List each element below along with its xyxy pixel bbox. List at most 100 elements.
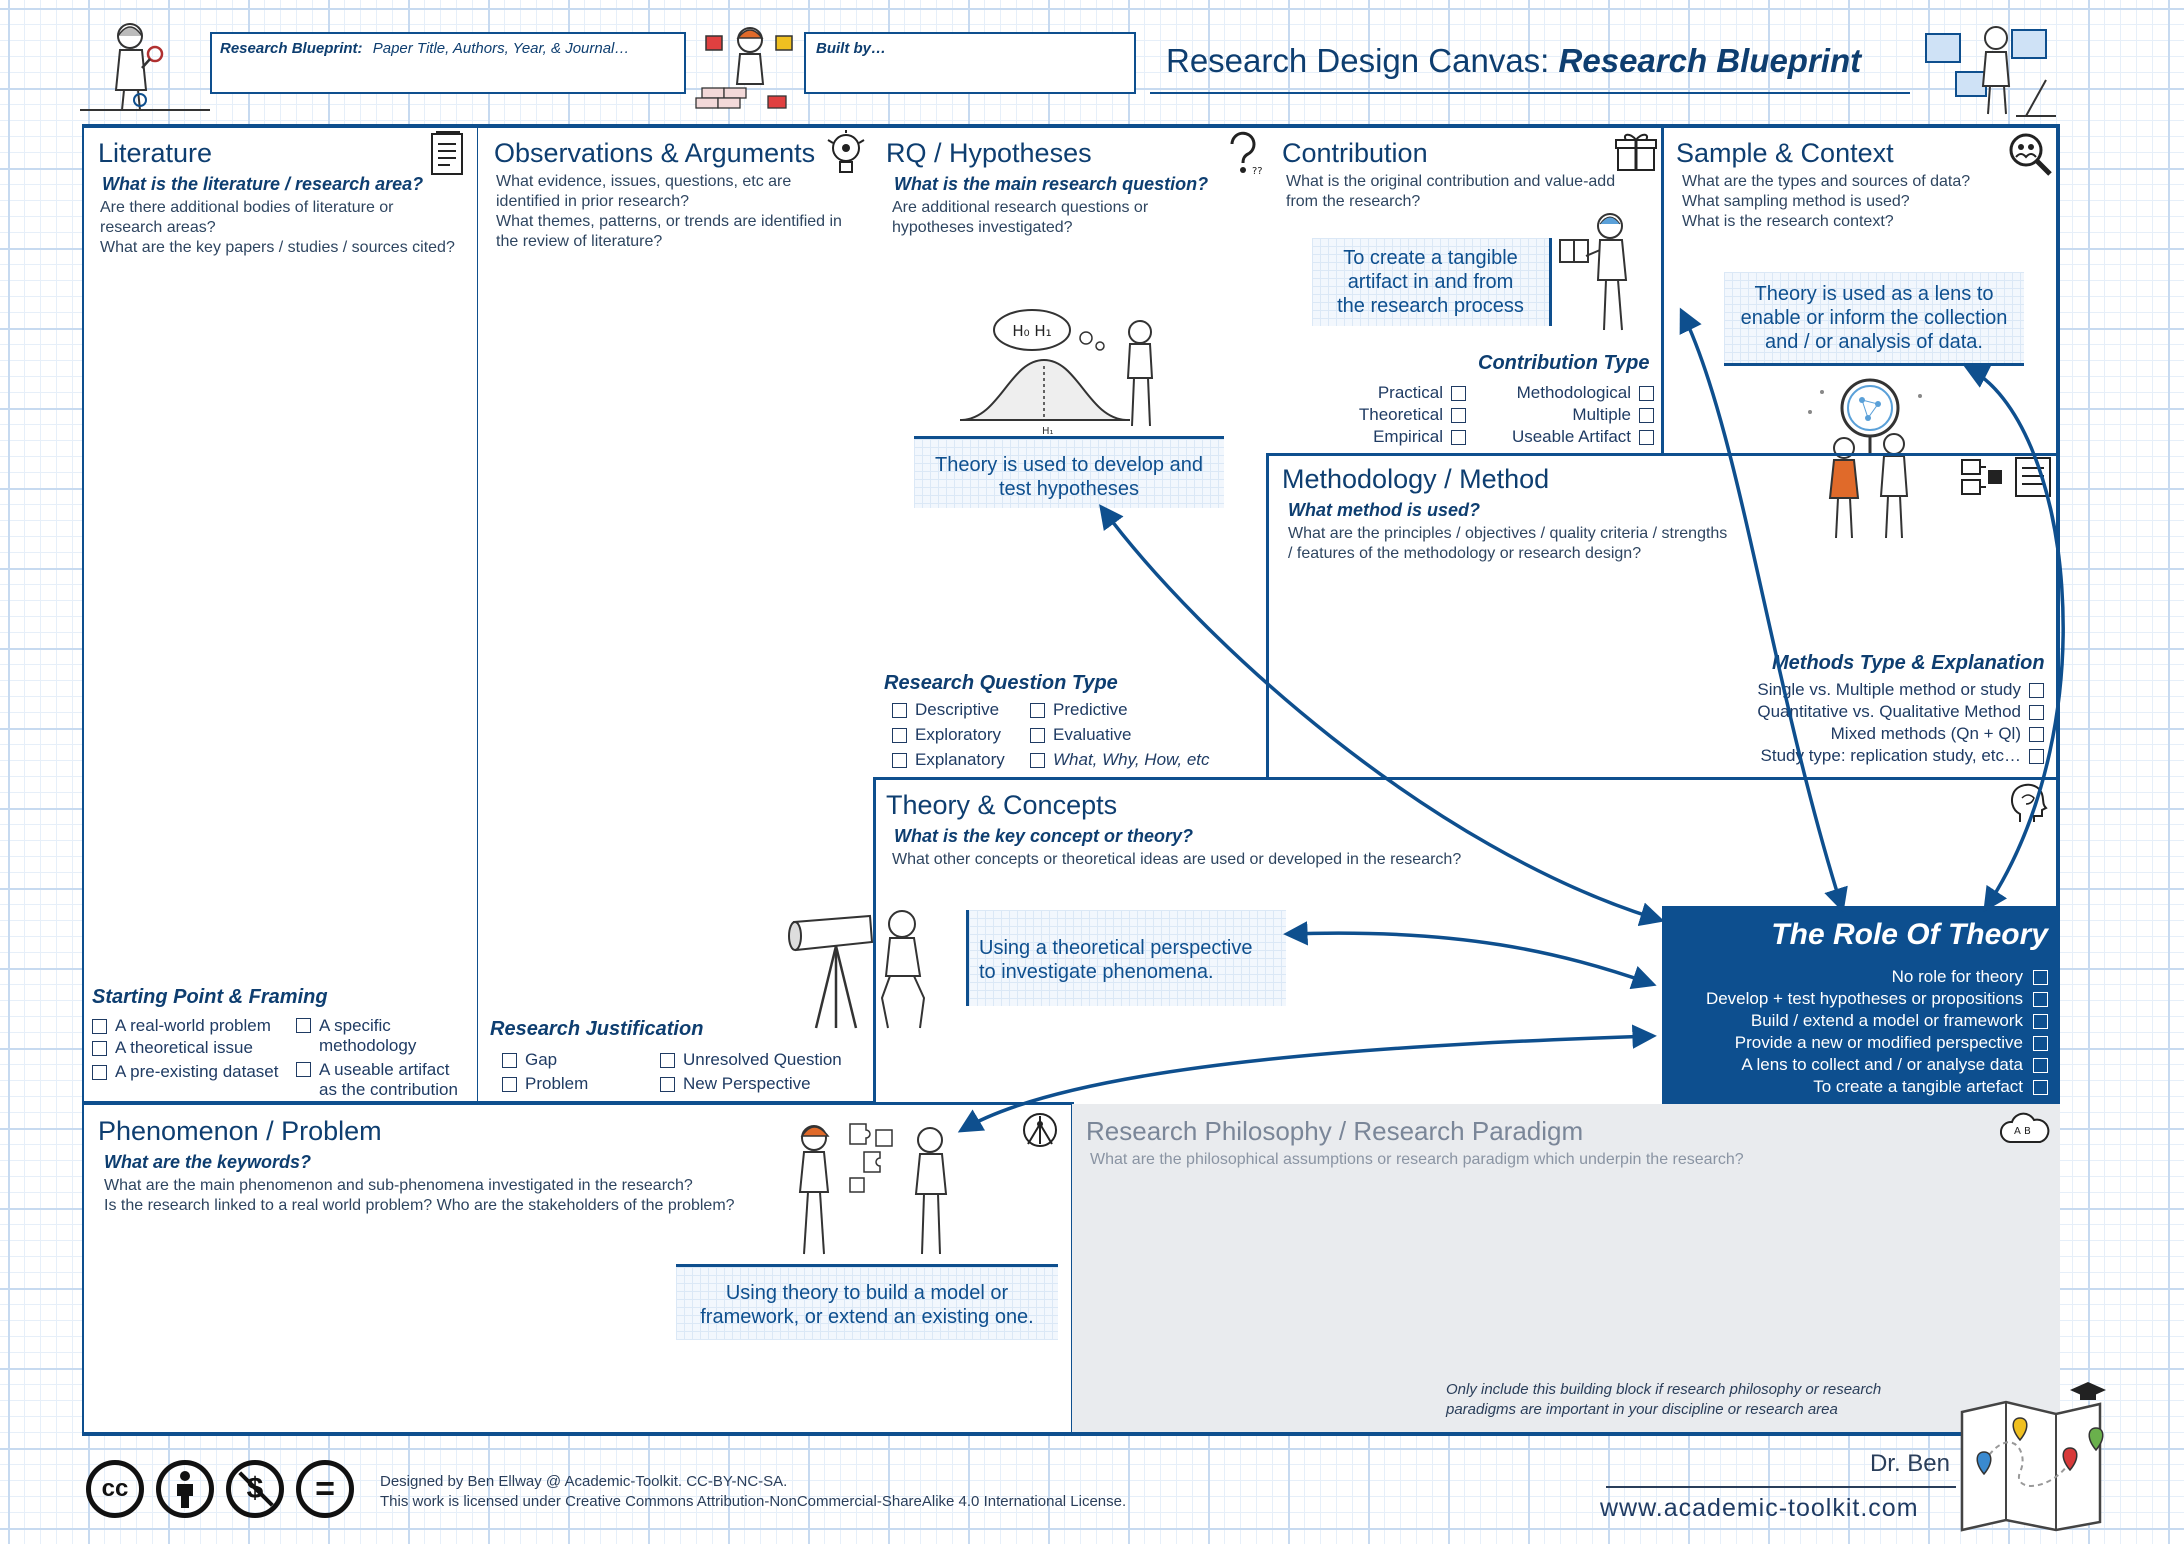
observations-desc-line: the review of literature? bbox=[496, 233, 663, 250]
blueprint-field[interactable]: Research Blueprint: Paper Title, Authors… bbox=[210, 32, 686, 94]
role-option-label: A lens to collect and / or analyse data bbox=[1741, 1055, 2023, 1074]
checkbox[interactable] bbox=[502, 1052, 517, 1068]
footer-credit: Designed by Ben Ellway @ Academic-Toolki… bbox=[380, 1472, 1126, 1512]
presenter-with-boards-illustration bbox=[1916, 20, 2056, 120]
magnifier-people-icon bbox=[2006, 130, 2054, 183]
contribution-type-multiple[interactable]: Multiple bbox=[1554, 405, 1654, 425]
checkbox[interactable] bbox=[92, 1040, 107, 1056]
phenomenon-desc-line: What are the main phenomenon and sub-phe… bbox=[104, 1177, 693, 1194]
checkbox[interactable] bbox=[1639, 385, 1654, 401]
checkbox[interactable] bbox=[1030, 752, 1045, 768]
checkbox[interactable] bbox=[2033, 991, 2048, 1007]
justification-option-problem[interactable]: Problem bbox=[502, 1074, 588, 1094]
justification-label: Gap bbox=[525, 1050, 558, 1069]
contribution-type-artifact[interactable]: Useable Artifact bbox=[1504, 427, 1654, 447]
checkbox[interactable] bbox=[296, 1062, 311, 1077]
author-name: Dr. Ben bbox=[1869, 1450, 1950, 1477]
rq-type-label: Exploratory bbox=[915, 725, 1001, 744]
justification-option-gap[interactable]: Gap bbox=[502, 1050, 557, 1070]
theory-title: Theory & Concepts bbox=[886, 790, 1118, 820]
framing-label: A useable artifact bbox=[319, 1060, 450, 1079]
checkbox[interactable] bbox=[2033, 1057, 2048, 1073]
literature-desc-line: research areas? bbox=[100, 219, 216, 236]
cc-icon-label: cc bbox=[101, 1475, 129, 1502]
blueprint-label: Research Blueprint: bbox=[220, 40, 363, 57]
checkbox[interactable] bbox=[2033, 1079, 2048, 1095]
role-option[interactable]: Develop + test hypotheses or proposition… bbox=[1662, 988, 2048, 1010]
contribution-type-label: Methodological bbox=[1516, 383, 1631, 402]
rq-type-descriptive[interactable]: Descriptive bbox=[892, 700, 999, 720]
checkbox[interactable] bbox=[2029, 682, 2044, 698]
checkbox[interactable] bbox=[1451, 407, 1466, 423]
hypothesis-bubble-text: H₀ H₁ bbox=[1012, 322, 1051, 340]
framing-option-real-world[interactable]: A real-world problem bbox=[92, 1016, 271, 1036]
checkbox[interactable] bbox=[892, 702, 907, 718]
checkbox[interactable] bbox=[2033, 1035, 2048, 1051]
checkbox[interactable] bbox=[892, 752, 907, 768]
checkbox[interactable] bbox=[2033, 1013, 2048, 1029]
checkbox[interactable] bbox=[1639, 407, 1654, 423]
checkbox[interactable] bbox=[1451, 429, 1466, 445]
framing-label: A specific bbox=[319, 1016, 391, 1035]
role-option[interactable]: No role for theory bbox=[1662, 966, 2048, 988]
literature-desc: Are there additional bodies of literatur… bbox=[100, 198, 455, 258]
justification-option-unresolved[interactable]: Unresolved Question bbox=[660, 1050, 842, 1070]
contribution-type-methodological[interactable]: Methodological bbox=[1498, 383, 1654, 403]
checkbox[interactable] bbox=[296, 1018, 311, 1033]
cc-icon: cc bbox=[86, 1460, 144, 1518]
telescope-observer-illustration bbox=[786, 904, 962, 1032]
arrow-hypotheses bbox=[1099, 504, 1665, 927]
role-option[interactable]: To create a tangible artefact bbox=[1662, 1076, 2048, 1098]
contribution-type-label: Multiple bbox=[1572, 405, 1631, 424]
role-of-theory-title: The Role Of Theory bbox=[1771, 918, 2048, 951]
justification-title: Research Justification bbox=[490, 1018, 704, 1040]
contribution-type-empirical[interactable]: Empirical bbox=[1354, 427, 1466, 447]
checkbox[interactable] bbox=[92, 1064, 107, 1080]
checkbox[interactable] bbox=[2029, 704, 2044, 720]
builder-with-bricks-illustration bbox=[688, 18, 806, 118]
checkbox[interactable] bbox=[660, 1076, 675, 1092]
observations-title: Observations & Arguments bbox=[494, 138, 816, 168]
philosophy-desc: What are the philosophical assumptions o… bbox=[1090, 1151, 1744, 1168]
framing-label: methodology bbox=[319, 1036, 417, 1055]
rq-callout-line: test hypotheses bbox=[998, 478, 1140, 500]
role-option[interactable]: Build / extend a model or framework bbox=[1662, 1010, 2048, 1032]
checkbox[interactable] bbox=[1030, 702, 1045, 718]
sample-title: Sample & Context bbox=[1676, 138, 1894, 168]
contribution-type-label: Useable Artifact bbox=[1511, 427, 1631, 446]
role-option[interactable]: A lens to collect and / or analyse data bbox=[1662, 1054, 2048, 1076]
checkbox[interactable] bbox=[1030, 727, 1045, 743]
framing-option-dataset[interactable]: A pre-existing dataset bbox=[92, 1062, 278, 1082]
checkbox[interactable] bbox=[2029, 748, 2044, 764]
rq-type-explanatory[interactable]: Explanatory bbox=[892, 750, 1005, 770]
checkbox[interactable] bbox=[1451, 385, 1466, 401]
role-option[interactable]: Provide a new or modified perspective bbox=[1662, 1032, 2048, 1054]
justification-option-perspective[interactable]: New Perspective bbox=[660, 1074, 811, 1094]
observations-desc: What evidence, issues, questions, etc ar… bbox=[496, 172, 842, 252]
contribution-desc-line: What is the original contribution and va… bbox=[1286, 173, 1616, 190]
contribution-callout-line: artifact in and from bbox=[1347, 271, 1514, 293]
arrow-model bbox=[957, 1024, 1657, 1133]
rq-type-exploratory[interactable]: Exploratory bbox=[892, 725, 1001, 745]
checkbox[interactable] bbox=[92, 1018, 107, 1034]
framing-option-theoretical[interactable]: A theoretical issue bbox=[92, 1038, 253, 1058]
built-by-field[interactable]: Built by… bbox=[804, 32, 1136, 94]
sample-desc-line: What is the research context? bbox=[1682, 213, 1894, 230]
contribution-callout-line: the research process bbox=[1337, 295, 1524, 317]
checkbox[interactable] bbox=[2029, 726, 2044, 742]
checkbox[interactable] bbox=[892, 727, 907, 743]
checkbox[interactable] bbox=[1639, 429, 1654, 445]
footer-url[interactable]: www.academic-toolkit.com bbox=[1600, 1494, 1919, 1522]
role-option-label: No role for theory bbox=[1891, 967, 2023, 986]
framing-label: as the contribution bbox=[319, 1080, 458, 1099]
contribution-type-theoretical[interactable]: Theoretical bbox=[1324, 405, 1466, 425]
contribution-type-practical[interactable]: Practical bbox=[1354, 383, 1466, 403]
checkbox[interactable] bbox=[660, 1052, 675, 1068]
contribution-title: Contribution bbox=[1282, 138, 1428, 168]
svg-text:A B: A B bbox=[2014, 1126, 2031, 1137]
checkbox[interactable] bbox=[2033, 969, 2048, 985]
checkbox[interactable] bbox=[502, 1076, 517, 1092]
built-by-label: Built by… bbox=[816, 40, 886, 57]
